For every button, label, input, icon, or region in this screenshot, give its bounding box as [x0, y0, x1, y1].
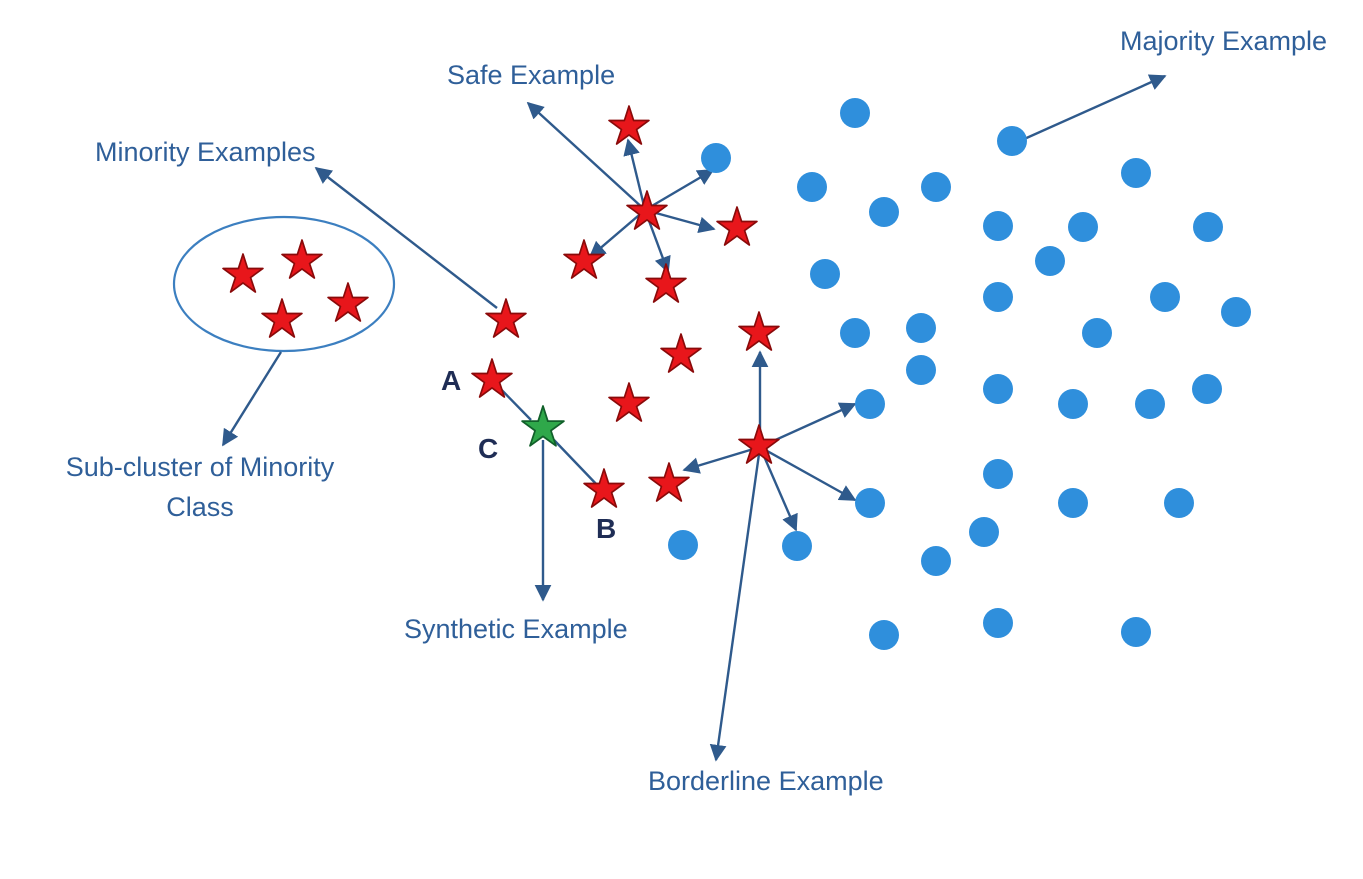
majority-example-point — [1058, 389, 1088, 419]
safe-neighbor-arrow — [588, 209, 646, 259]
majority-example-point — [840, 98, 870, 128]
point-b-label: B — [596, 513, 616, 544]
majority-example-point — [921, 546, 951, 576]
minority-examples — [222, 105, 780, 508]
minority-example-star — [626, 190, 668, 230]
majority-example-label: Majority Example — [1120, 26, 1327, 56]
majority-example-point — [1082, 318, 1112, 348]
majority-example-point — [1121, 617, 1151, 647]
majority-example-point — [701, 143, 731, 173]
point-a-label: A — [441, 365, 461, 396]
safe-neighbor-arrow — [623, 138, 647, 211]
majority-example-point — [906, 313, 936, 343]
majority-examples — [668, 98, 1251, 650]
majority-example-point — [1221, 297, 1251, 327]
borderline-neighbor-arrow — [759, 445, 857, 502]
majority-example-point — [840, 318, 870, 348]
borderline-example-arrow — [709, 446, 762, 762]
synthetic-example-star — [521, 405, 565, 447]
majority-example-point — [1068, 212, 1098, 242]
safe-example-arrow — [526, 101, 646, 211]
minority-example-star — [583, 468, 625, 508]
majority-example-point — [997, 126, 1027, 156]
majority-example-point — [1192, 374, 1222, 404]
sub-cluster-label-line2: Class — [166, 492, 234, 522]
minority-example-star — [660, 333, 702, 373]
majority-example-point — [983, 282, 1013, 312]
safe-example-label: Safe Example — [447, 60, 615, 90]
borderline-neighbor-arrow — [682, 445, 761, 474]
majority-example-point — [810, 259, 840, 289]
minority-example-star — [563, 239, 605, 279]
minority-example-star — [281, 239, 323, 279]
majority-example-point — [797, 172, 827, 202]
majority-example-point — [1150, 282, 1180, 312]
borderline-example-label: Borderline Example — [648, 766, 884, 796]
safe-neighbor-arrow — [644, 168, 715, 212]
sub-cluster-arrow — [221, 351, 283, 447]
arrows — [221, 74, 1167, 762]
majority-example-point — [983, 608, 1013, 638]
majority-example-point — [1121, 158, 1151, 188]
minority-examples-arrow — [314, 166, 498, 309]
majority-example-point — [1035, 246, 1065, 276]
majority-example-point — [906, 355, 936, 385]
minority-examples-label: Minority Examples — [95, 137, 316, 167]
majority-example-point — [855, 389, 885, 419]
synthetic-example-label: Synthetic Example — [404, 614, 628, 644]
minority-example-star — [608, 105, 650, 145]
sub-cluster-label-line1: Sub-cluster of Minority — [66, 452, 335, 482]
minority-example-star — [222, 253, 264, 293]
minority-example-star — [716, 206, 758, 246]
c-b-line — [553, 439, 601, 489]
majority-example-arrow — [1021, 74, 1167, 142]
point-c-label: C — [478, 433, 498, 464]
majority-example-point — [855, 488, 885, 518]
minority-example-star — [261, 298, 303, 338]
borderline-neighbor-arrow — [758, 446, 798, 532]
minority-example-star — [648, 462, 690, 502]
majority-example-point — [668, 530, 698, 560]
majority-example-point — [921, 172, 951, 202]
minority-example-star — [645, 263, 687, 303]
majority-example-point — [1135, 389, 1165, 419]
minority-example-star — [485, 298, 527, 338]
majority-example-point — [983, 374, 1013, 404]
majority-example-point — [1193, 212, 1223, 242]
majority-example-point — [969, 517, 999, 547]
minority-example-star — [327, 282, 369, 322]
majority-example-point — [983, 211, 1013, 241]
majority-example-point — [869, 197, 899, 227]
minority-example-star — [471, 358, 513, 398]
minority-example-star — [608, 382, 650, 422]
sub-cluster-ellipse — [172, 215, 396, 353]
minority-example-star — [738, 311, 780, 351]
majority-example-point — [1058, 488, 1088, 518]
majority-example-point — [869, 620, 899, 650]
majority-example-point — [1164, 488, 1194, 518]
minority-example-star — [738, 424, 780, 464]
majority-example-point — [983, 459, 1013, 489]
majority-example-point — [782, 531, 812, 561]
